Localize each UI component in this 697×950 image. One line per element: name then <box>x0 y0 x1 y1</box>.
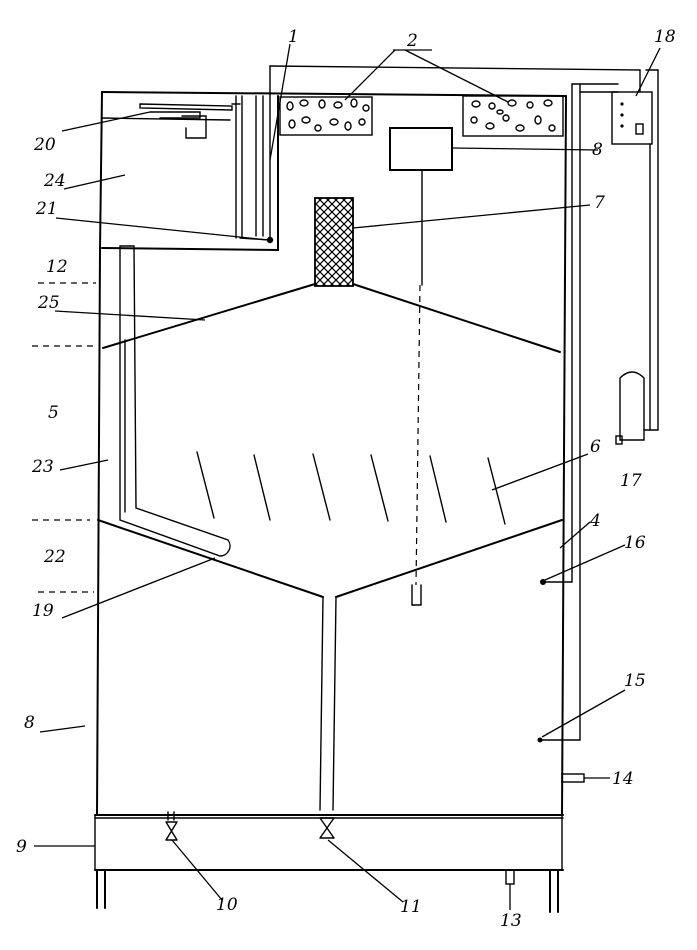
label-7: 7 <box>594 193 605 213</box>
label-22: 22 <box>43 547 66 567</box>
control-box <box>611 69 659 431</box>
return-pipe <box>119 245 231 557</box>
inclined-plates <box>196 451 506 525</box>
conical-roof <box>102 283 561 353</box>
right-riser <box>537 83 619 743</box>
diffuser-block <box>314 197 354 287</box>
label-9: 9 <box>16 837 27 857</box>
label-19: 19 <box>32 601 54 621</box>
label-20: 20 <box>33 135 56 155</box>
label-1: 1 <box>288 27 299 47</box>
label-12: 12 <box>46 257 68 277</box>
nozzle-assembly <box>139 103 241 139</box>
label-18: 18 <box>654 27 676 47</box>
base-frame <box>94 814 564 913</box>
sensor-dot-21 <box>266 236 274 244</box>
sensor-dot-16 <box>540 579 546 585</box>
label-17: 17 <box>620 471 642 491</box>
valve-11 <box>319 817 335 839</box>
label-8-tank: 8 <box>24 713 35 733</box>
label-11: 11 <box>400 897 422 917</box>
pump <box>615 371 659 445</box>
label-25: 25 <box>37 293 60 313</box>
label-15: 15 <box>624 671 646 691</box>
label-4: 4 <box>589 511 601 531</box>
packing-media-right <box>462 95 564 137</box>
label-14: 14 <box>612 769 634 789</box>
lower-hopper <box>97 519 563 811</box>
label-6: 6 <box>590 437 601 457</box>
upper-left-chamber <box>101 95 279 251</box>
label-13: 13 <box>500 911 522 931</box>
label-2: 2 <box>406 31 418 51</box>
stirrer-motor <box>389 127 453 606</box>
label-16: 16 <box>624 533 646 553</box>
packing-media-left <box>279 96 373 136</box>
vertical-pipe-1 <box>235 95 274 244</box>
label-23: 23 <box>31 457 54 477</box>
leader-lines <box>34 43 661 910</box>
valve-10 <box>165 811 178 841</box>
label-5: 5 <box>48 403 59 423</box>
vessel-body <box>96 65 641 816</box>
sensor-dot-15 <box>537 737 543 743</box>
label-21: 21 <box>35 199 58 219</box>
side-fitting <box>561 773 585 783</box>
level-marks <box>32 282 98 593</box>
label-10: 10 <box>216 895 238 915</box>
label-8-motor: 8 <box>592 140 603 160</box>
label-24: 24 <box>43 171 66 191</box>
part-labels: 1 2 18 20 24 21 8 7 12 25 5 23 6 17 22 4… <box>16 27 676 931</box>
